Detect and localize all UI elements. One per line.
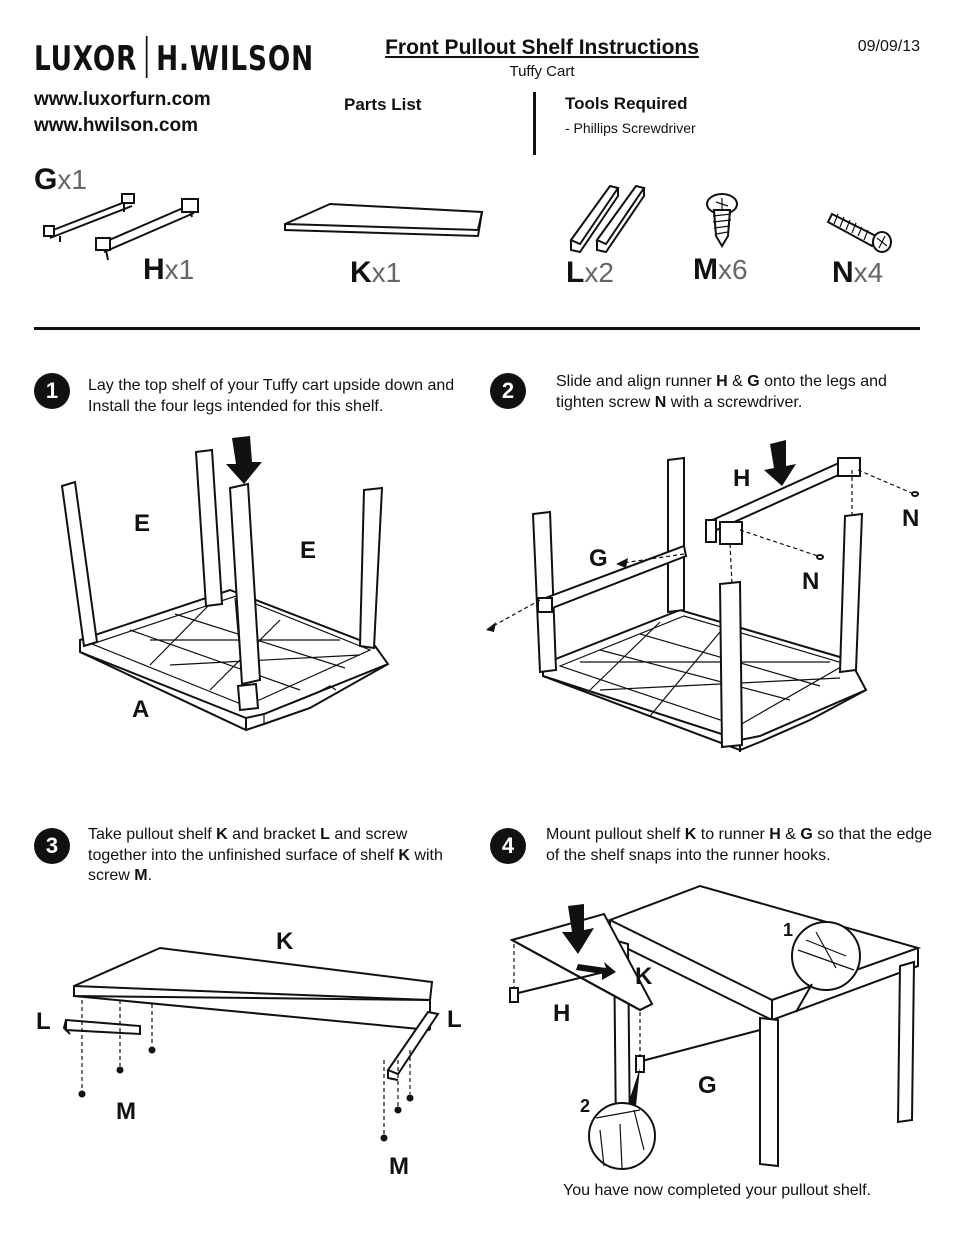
step-2-text: Slide and align runner H & G onto the le… <box>556 373 887 411</box>
step-4-label-g: G <box>698 1072 717 1099</box>
step-2-label-n-right: N <box>902 505 920 532</box>
runner-icon <box>95 198 199 261</box>
step-4-label-k: K <box>635 963 653 990</box>
step-2-label-h: H <box>733 465 751 492</box>
step-4-label-h: H <box>553 1000 571 1027</box>
url-hwilson[interactable]: www.hwilson.com <box>34 115 198 136</box>
part-label-h: Hx1 <box>143 253 195 286</box>
page-title: Front Pullout Shelf Instructions <box>385 36 699 59</box>
step-3-text: Take pullout shelf K and bracket L and s… <box>88 826 443 884</box>
step-2-label-g: G <box>589 545 608 572</box>
page-subtitle: Tuffy Cart <box>509 63 575 80</box>
brand-logo: LUXOR H.WILSON <box>34 36 314 79</box>
step-3-label-l-right: L <box>447 1006 462 1033</box>
step-4-number: 4 <box>490 828 526 864</box>
step-1-text: Lay the top shelf of your Tuffy cart ups… <box>88 377 455 415</box>
step-3-label-m-right: M <box>389 1153 409 1180</box>
header-divider <box>533 92 536 155</box>
brand-hwilson: H.WILSON <box>156 39 314 79</box>
part-label-g: Gx1 <box>34 163 87 196</box>
parts-illustrations <box>43 184 892 261</box>
step-2-label-n-lower: N <box>802 568 820 595</box>
bracket-icon <box>569 184 646 254</box>
parts-list-heading: Parts List <box>344 95 422 114</box>
step-4-detail-2-label: 2 <box>580 1096 591 1116</box>
brand-divider <box>145 36 148 78</box>
runner-icon <box>43 193 135 242</box>
step-1-diagram <box>60 436 390 732</box>
step-1-label-e-left: E <box>134 510 151 537</box>
part-label-n: Nx4 <box>832 256 884 289</box>
step-3-diagram <box>62 946 440 1142</box>
tools-item-screwdriver: - Phillips Screwdriver <box>565 120 696 136</box>
url-luxor[interactable]: www.luxorfurn.com <box>34 89 211 110</box>
step-3-label-m-left: M <box>116 1098 136 1125</box>
section-divider <box>34 327 920 330</box>
document-date: 09/09/13 <box>857 38 920 55</box>
step-3-label-l-left: L <box>36 1008 51 1035</box>
step-3-number: 3 <box>34 828 70 864</box>
step-4-detail-1-label: 1 <box>783 920 794 940</box>
completion-text: You have now completed your pullout shel… <box>563 1182 872 1199</box>
part-label-m: Mx6 <box>693 253 748 286</box>
step-4-text: Mount pullout shelf K to runner H & G so… <box>546 826 933 864</box>
wood-screw-icon <box>706 193 738 248</box>
brand-luxor: LUXOR <box>34 39 138 79</box>
step-2-number: 2 <box>490 373 526 409</box>
step-1-label-a: A <box>132 696 150 723</box>
step-3-label-k: K <box>276 928 294 955</box>
step-4-diagram <box>509 884 922 1170</box>
part-label-k: Kx1 <box>350 256 402 289</box>
part-label-l: Lx2 <box>566 256 614 289</box>
step-2-diagram <box>485 440 919 752</box>
step-1-label-e-right: E <box>300 537 317 564</box>
tools-heading: Tools Required <box>565 94 688 113</box>
step-1-number: 1 <box>34 373 70 409</box>
shelf-panel-icon <box>284 202 484 238</box>
machine-screw-icon <box>826 212 892 253</box>
